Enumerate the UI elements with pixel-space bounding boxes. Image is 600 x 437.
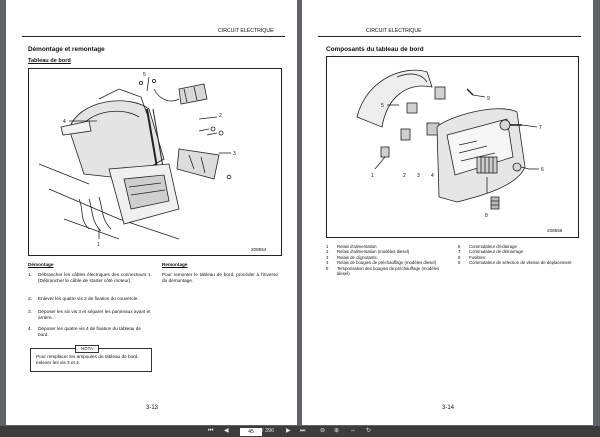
last-page-icon[interactable]: ⏭ <box>300 428 306 434</box>
prev-page-icon[interactable]: ◀ <box>224 428 229 434</box>
dashboard-exploded-drawing: 4 5 2 3 1 <box>38 72 236 248</box>
header-rule <box>22 36 285 37</box>
callout-1: 1 <box>97 242 100 248</box>
first-page-icon[interactable]: ⏮ <box>208 428 214 434</box>
callout-1: 1 <box>371 173 374 179</box>
step-text: Enlever les quatre vis 2 de fixation du … <box>38 296 139 301</box>
subsection-title: Tableau de bord <box>28 58 71 64</box>
step-text: Déposer les six vis 3 et séparer les pan… <box>38 309 151 320</box>
step-number: 4. <box>28 326 32 331</box>
nota-box: NOTA Pour remplacer les ampoules du tabl… <box>30 345 152 372</box>
zoom-out-icon[interactable]: ⊖ <box>320 428 326 434</box>
total-pages: / 396 <box>262 428 274 434</box>
callout-5: 5 <box>381 103 384 109</box>
figure-dashboard-components: 1 2 3 4 5 6 9 7 8 208556 <box>326 56 579 238</box>
remontage-heading: Remontage <box>162 262 188 267</box>
zoom-in-icon[interactable]: ⊕ <box>334 428 340 434</box>
callout-9: 9 <box>487 96 490 102</box>
figure-number: 208556 <box>547 228 563 233</box>
nota-label: NOTA <box>75 345 99 353</box>
demontage-heading: Démontage <box>28 262 54 267</box>
page-header: CIRCUIT ELECTRIQUE <box>366 28 422 34</box>
page-number: 3-13 <box>146 405 159 411</box>
dashboard-components-drawing: 1 2 3 4 5 6 9 7 8 <box>356 69 544 219</box>
fit-width-icon[interactable]: ⇔ <box>350 428 356 434</box>
step-text: Déposer les quatre vis 4 de fixation du … <box>38 326 141 337</box>
callout-3: 3 <box>417 173 420 179</box>
callout-7: 7 <box>539 125 542 131</box>
step-number: 3. <box>28 309 32 314</box>
remontage-text: Pour remonter le tableau de bord, procéd… <box>162 272 278 283</box>
figure-number: 208554 <box>251 247 267 252</box>
callout-6: 6 <box>541 167 544 173</box>
callout-4: 4 <box>63 119 66 125</box>
page-left: CIRCUIT ELECTRIQUE Démontage et remontag… <box>6 0 297 425</box>
step-number: 2. <box>28 296 32 301</box>
step-text: Débrancher les câbles électriques des co… <box>38 272 152 283</box>
callout-8: 8 <box>485 213 488 219</box>
callout-2: 2 <box>403 173 406 179</box>
viewer-toolbar: ⏮ ◀ / 396 ▶ ⏭ ⊖ ⊕ ⇔ ↻ <box>0 426 600 437</box>
section-title: Démontage et remontage <box>28 46 105 53</box>
page-number: 3-14 <box>442 405 455 411</box>
page-right: CIRCUIT ELECTRIQUE Composants du tableau… <box>302 0 593 425</box>
next-page-icon[interactable]: ▶ <box>286 428 291 434</box>
step-number: 1. <box>28 272 32 277</box>
callout-5: 5 <box>143 72 146 78</box>
callout-2: 2 <box>219 113 222 119</box>
figure-dashboard-disassembly: 4 5 2 3 1 208554 <box>28 68 282 256</box>
callout-3: 3 <box>233 151 236 157</box>
page-header: CIRCUIT ELECTRIQUE <box>218 28 274 34</box>
page-number-input[interactable] <box>240 428 262 436</box>
nota-text: Pour remplacer les ampoules du tableau d… <box>36 354 139 365</box>
callout-4: 4 <box>431 173 434 179</box>
header-rule <box>318 36 581 37</box>
rotate-icon[interactable]: ↻ <box>366 428 372 434</box>
section-title: Composants du tableau de bord <box>326 46 424 53</box>
